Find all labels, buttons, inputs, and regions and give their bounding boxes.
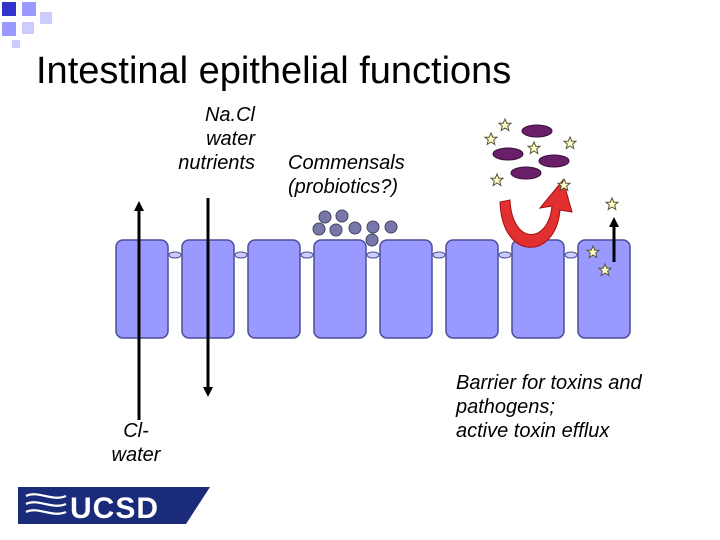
corner-square [22, 2, 36, 16]
tight-junction [234, 251, 248, 259]
logo-wave-icon [25, 493, 67, 515]
barrier-label: Barrier for toxins and pathogens; active… [456, 371, 642, 443]
pathogen [510, 166, 542, 180]
corner-square [12, 40, 20, 48]
commensals-label-line: (probiotics?) [288, 176, 399, 198]
tight-junction [300, 251, 314, 259]
absorption-label-line: Na.Cl [204, 104, 255, 126]
pathogen [538, 154, 570, 168]
corner-square [2, 2, 16, 16]
pathogen [492, 147, 524, 161]
commensal-bacterium [312, 222, 326, 236]
commensals-label-line: Commensals [288, 152, 405, 174]
epithelial-cell [115, 239, 169, 339]
corner-square [2, 22, 16, 36]
tight-junctions [168, 251, 578, 259]
barrier-label-line: Barrier for toxins and [456, 372, 642, 394]
epithelial-cell [511, 239, 565, 339]
tight-junction [498, 251, 512, 259]
toxin-star [585, 244, 601, 259]
epithelial-cell [379, 239, 433, 339]
commensal-bacterium [329, 223, 343, 237]
toxins [483, 117, 620, 277]
epithelial-cell [445, 239, 499, 339]
ucsd-logo: UCSD [18, 487, 210, 525]
toxin-star [597, 262, 613, 277]
barrier-label-line: pathogens; [456, 396, 555, 418]
commensal-bacterium [318, 210, 332, 224]
commensal-bacterium [365, 233, 379, 247]
commensal-bacterium [366, 220, 380, 234]
toxin-star [604, 196, 620, 211]
commensals-label: Commensals (probiotics?) [288, 151, 405, 199]
epithelial-cell [313, 239, 367, 339]
secretion-label-line: Cl- [123, 420, 149, 442]
toxin-star [526, 140, 542, 155]
barrier-label-line: active toxin efflux [456, 420, 610, 442]
tight-junction [366, 251, 380, 259]
toxin-efflux-curved-arrow [499, 178, 573, 248]
secretion-label-line: water [111, 444, 161, 466]
logo-text: UCSD [70, 492, 159, 525]
commensal-bacterium [384, 220, 398, 234]
slide-title: Intestinal epithelial functions [36, 50, 512, 92]
commensal-bacterium [335, 209, 349, 223]
toxin-star [497, 117, 513, 132]
tight-junction [432, 251, 446, 259]
toxin-star [483, 131, 499, 146]
tight-junction [564, 251, 578, 259]
absorption-label: Na.Cl water nutrients [160, 103, 255, 175]
commensal-bacterium [348, 221, 362, 235]
absorption-label-line: nutrients [178, 152, 255, 174]
commensal-bacteria [312, 209, 398, 247]
corner-square [40, 12, 52, 24]
toxin-star [489, 172, 505, 187]
pathogens [492, 124, 570, 180]
secretion-label: Cl- water [96, 419, 176, 467]
toxin-star [562, 135, 578, 150]
corner-square [22, 22, 34, 34]
epithelial-cells [115, 239, 631, 339]
toxin-star [556, 177, 572, 192]
absorption-label-line: water [206, 128, 255, 150]
pathogen [521, 124, 553, 138]
tight-junction [168, 251, 182, 259]
epithelial-cell [577, 239, 631, 339]
epithelial-cell [247, 239, 301, 339]
